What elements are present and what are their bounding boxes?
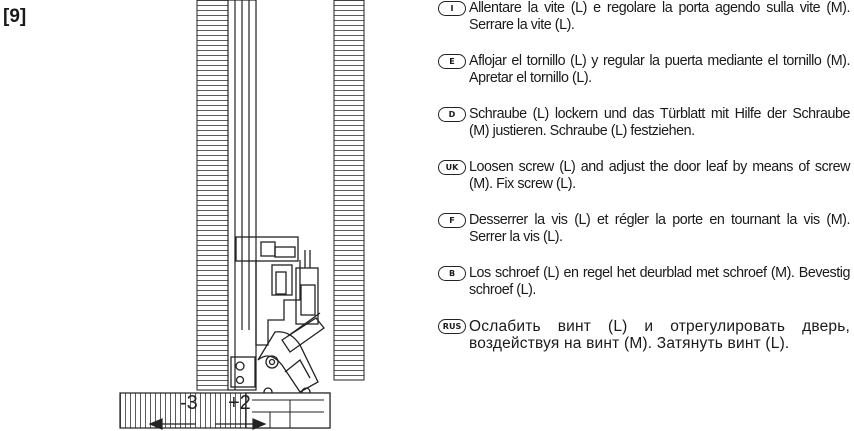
left-wall-panel (196, 0, 229, 391)
figure-number: [9] (3, 6, 27, 27)
instruction-es: E Aflojar el tornillo (L) y regular la p… (438, 53, 850, 87)
lang-badge-es: E (438, 54, 466, 69)
lang-badge-fr: F (438, 213, 466, 228)
instruction-text-uk: Loosen screw (L) and adjust the door lea… (469, 159, 850, 192)
hinge-adjustment-drawing (119, 0, 365, 430)
adjust-plus-label: +2 (228, 392, 251, 414)
instruction-de: D Schraube (L) lockern und das Türblatt … (438, 106, 850, 140)
instruction-text-fr: Desserrer la vis (L) et régler la porte … (469, 212, 850, 245)
instruction-text-de: Schraube (L) lockern und das Türblatt mi… (469, 106, 850, 139)
right-wall-panel (333, 0, 365, 381)
lang-badge-it: I (438, 1, 466, 16)
lang-badge-nl: B (438, 266, 466, 281)
lang-badge-uk: UK (438, 160, 466, 175)
instruction-uk: UK Loosen screw (L) and adjust the door … (438, 159, 850, 193)
adjust-arrow-left (148, 418, 196, 430)
lang-badge-de: D (438, 107, 466, 122)
instruction-text-es: Aflojar el tornillo (L) y regular la pue… (469, 53, 850, 86)
instruction-text-it: Allentare la vite (L) e regolare la port… (469, 0, 850, 33)
base-plate (119, 392, 331, 429)
adjust-minus-label: -3 (180, 392, 198, 414)
hinge-mechanism (230, 236, 325, 397)
instruction-nl: B Los schroef (L) en regel het deurblad … (438, 265, 850, 299)
instruction-ru: RUS Ослабить винт (L) и отрегулировать д… (438, 318, 850, 352)
lang-badge-ru: RUS (438, 319, 466, 334)
instruction-fr: F Desserrer la vis (L) et régler la port… (438, 212, 850, 246)
instruction-text-ru: Ослабить винт (L) и отрегулировать дверь… (469, 318, 850, 352)
door-profile (227, 0, 257, 391)
instruction-text-nl: Los schroef (L) en regel het deurblad me… (469, 265, 850, 298)
instruction-it: I Allentare la vite (L) e regolare la po… (438, 0, 850, 34)
adjust-arrow-right (215, 418, 267, 430)
